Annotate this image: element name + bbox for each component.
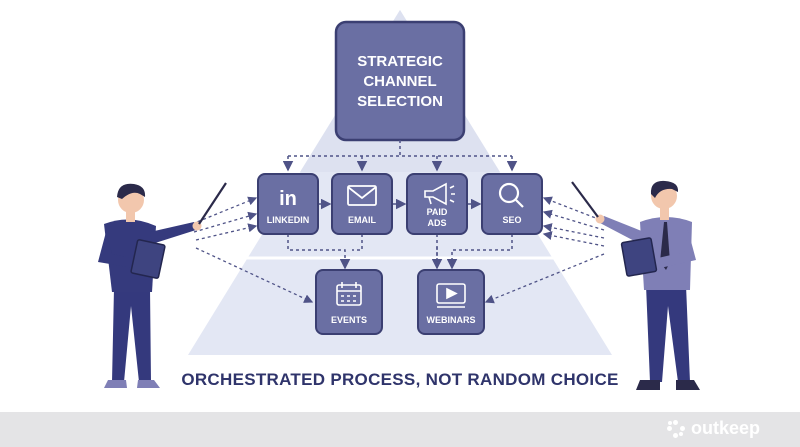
distribution-arrows	[282, 140, 518, 270]
left-presenter-figure	[98, 182, 227, 388]
envelope-icon	[347, 185, 377, 206]
channel-label-events: EVENTS	[331, 315, 367, 325]
channel-node-webinars: WEBINARS	[417, 269, 485, 335]
channel-label-webinars: WEBINARS	[427, 315, 476, 325]
channel-node-email: EMAIL	[331, 173, 393, 235]
channel-node-linkedin: in LINKEDIN	[257, 173, 319, 235]
channel-node-events: EVENTS	[315, 269, 383, 335]
channel-node-seo: SEO	[481, 173, 543, 235]
megaphone-icon	[424, 182, 455, 206]
brand-name: outkeep	[690, 418, 760, 438]
channel-label-paid: PAID	[427, 207, 448, 217]
left-presenter-rays	[191, 196, 314, 303]
top-node-line-3: SELECTION	[357, 93, 443, 110]
tagline: ORCHESTRATED PROCESS, NOT RANDOM CHOICE	[181, 370, 619, 389]
channel-label-linkedin: LINKEDIN	[267, 215, 310, 225]
channel-node-paid-ads: PAID ADS	[406, 173, 468, 235]
video-player-icon	[436, 283, 466, 308]
magnifier-icon	[498, 182, 524, 208]
top-node-line-1: STRATEGIC	[357, 53, 443, 70]
footer-bar: outkeep	[0, 412, 800, 447]
channel-label-ads: ADS	[427, 218, 446, 228]
channel-label-seo: SEO	[502, 215, 521, 225]
pyramid-background	[188, 10, 612, 355]
right-presenter-rays	[484, 196, 607, 304]
strategic-channel-selection-node: STRATEGIC CHANNEL SELECTION	[334, 20, 466, 142]
asterisk-logo-icon	[666, 419, 685, 438]
channel-label-email: EMAIL	[348, 215, 377, 225]
right-presenter-figure	[571, 180, 700, 390]
top-node-line-2: CHANNEL	[363, 73, 436, 90]
calendar-icon	[336, 282, 362, 306]
brand-logo: outkeep	[666, 418, 760, 439]
linkedin-icon: in	[279, 188, 297, 210]
